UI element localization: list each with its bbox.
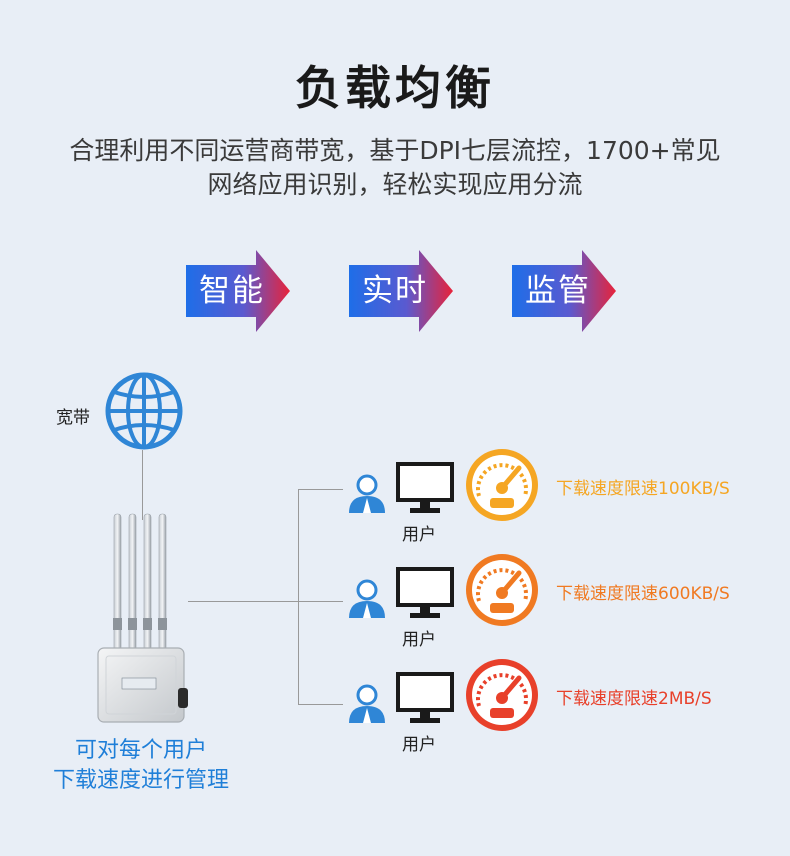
person-icon [349, 579, 385, 618]
speedometer-icon [466, 449, 538, 521]
monitor-icon [396, 672, 454, 723]
subtitle-line-2: 网络应用识别，轻松实现应用分流 [207, 170, 583, 199]
feature-arrow-monitor: 监管 [512, 250, 617, 332]
connector-line [298, 489, 343, 490]
connector-line [298, 601, 343, 602]
speedometer-icon [466, 554, 538, 626]
broadband-label: 宽带 [56, 408, 90, 428]
person-icon [349, 684, 385, 723]
connector-line [298, 704, 343, 705]
router-caption-line-2: 下载速度进行管理 [52, 768, 229, 793]
arrow-right-icon [512, 250, 616, 332]
speed-limit-text: 下载速度限速100KB/S [556, 479, 730, 499]
outdoor-router-icon [97, 513, 188, 723]
monitor-icon [396, 462, 454, 513]
user-row: 用户 下载速度限速2MB/S [346, 659, 786, 767]
person-icon [349, 474, 385, 513]
arrow-right-icon [349, 250, 453, 332]
speed-limit-text: 下载速度限速2MB/S [556, 689, 712, 709]
connector-line [188, 601, 298, 602]
feature-arrow-realtime: 实时 [349, 250, 454, 332]
page-title: 负载均衡 [295, 61, 495, 115]
feature-label: 智能 [199, 273, 265, 309]
feature-label: 实时 [362, 273, 428, 309]
connector-line [298, 489, 299, 704]
globe-icon [105, 372, 183, 450]
feature-arrow-smart: 智能 [186, 250, 291, 332]
page-subtitle: 合理利用不同运营商带宽，基于DPI七层流控，1700+常见 网络应用识别，轻松实… [0, 134, 790, 202]
user-label: 用户 [402, 735, 436, 755]
connector-line [142, 450, 143, 520]
user-label: 用户 [402, 630, 436, 650]
speed-limit-text: 下载速度限速600KB/S [556, 584, 730, 604]
router-caption-line-1: 可对每个用户 [74, 738, 207, 763]
user-row: 用户 下载速度限速600KB/S [346, 554, 786, 662]
arrow-right-icon [186, 250, 290, 332]
monitor-icon [396, 567, 454, 618]
router-caption: 可对每个用户 下载速度进行管理 [30, 736, 252, 796]
user-label: 用户 [402, 525, 436, 545]
feature-label: 监管 [525, 273, 591, 309]
subtitle-line-1: 合理利用不同运营商带宽，基于DPI七层流控，1700+常见 [69, 136, 721, 165]
speedometer-icon [466, 659, 538, 731]
user-row: 用户 下载速度限速100KB/S [346, 449, 786, 557]
